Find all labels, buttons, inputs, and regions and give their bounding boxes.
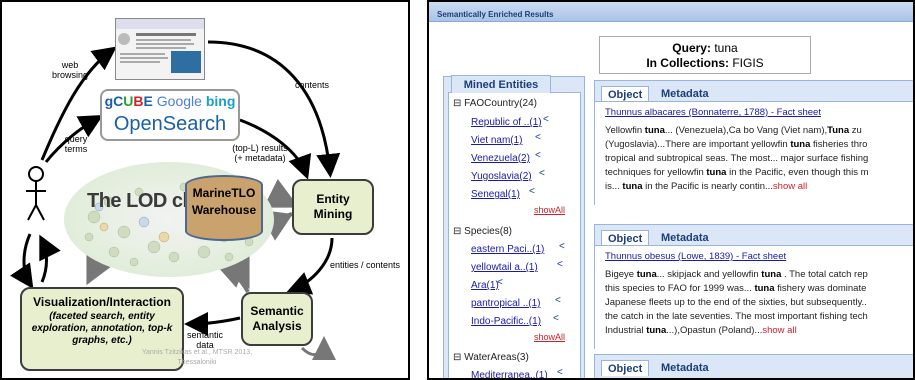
share-icon[interactable]: < (535, 132, 541, 143)
result-line: is... tuna in the Pacific is nearly cont… (605, 181, 808, 192)
tab-object[interactable]: Object (601, 86, 650, 102)
entity-mining-box: Entity Mining (292, 179, 374, 235)
share-icon[interactable]: < (543, 114, 549, 125)
group-species[interactable]: ⊟ Species(8) (453, 226, 512, 237)
entity-link[interactable]: eastern Paci..(1) (471, 244, 545, 255)
group-faocountry[interactable]: ⊟ FAOCountry(24) (453, 98, 537, 109)
marinetlo-warehouse: MarineTLO Warehouse (185, 175, 263, 241)
result-card: Object Metadata Thunnus albacares (Bonna… (594, 80, 913, 205)
result-title[interactable]: Thunnus obesus (Lowe, 1839) - Fact sheet (605, 251, 787, 262)
citation: Yannis Tzitzikas et al., MTSR 2013, Thes… (141, 349, 253, 366)
tab-mined-entities[interactable]: Mined Entities (451, 75, 551, 93)
group-waterareas[interactable]: ⊟ WaterAreas(3) (453, 352, 529, 363)
entity-link[interactable]: Mediterranea..(1) (471, 370, 548, 380)
share-icon[interactable]: < (535, 150, 541, 161)
result-line: tropical and subtropical seas. The most.… (605, 153, 869, 164)
visualization-box: Visualization/Interaction (faceted searc… (20, 287, 184, 371)
share-icon[interactable]: < (557, 259, 563, 270)
query-value: tuna (714, 41, 738, 55)
share-icon[interactable]: < (557, 367, 563, 378)
opensearch-box: gCUBE Google bing OpenSearch (100, 89, 240, 141)
results-screenshot: Semantically Enriched Results Query: tun… (427, 0, 915, 380)
result-title[interactable]: Thunnus albacares (Bonnaterre, 1788) - F… (605, 107, 821, 118)
result-line: Bigeye tuna... skipjack and yellowfin tu… (605, 269, 868, 280)
tab-object[interactable]: Object (601, 360, 650, 376)
tab-object[interactable]: Object (601, 230, 650, 246)
entities-contents-label: entities / contents (329, 260, 401, 270)
opensearch-label: OpenSearch (113, 113, 227, 135)
result-card: Object Metadata (594, 354, 913, 378)
result-line: Japanese fleets up to the end of the six… (605, 297, 867, 308)
semantic-analysis-box: Semantic Analysis (241, 292, 313, 346)
entity-link[interactable]: Viet nam(1) (471, 135, 523, 146)
result-body: Thunnus obesus (Lowe, 1839) - Fact sheet… (595, 245, 913, 349)
entity-link[interactable]: Yugoslavia(2) (471, 171, 532, 182)
collections-value: FIGIS (732, 56, 764, 70)
topl-results-label: (top-L) results (+ metadata) (232, 143, 288, 163)
web-browsing-label: web browsing (51, 60, 89, 80)
showall-link[interactable]: showAll (534, 205, 566, 215)
entity-link[interactable]: Indo-Pacific..(1) (471, 316, 542, 327)
search-engine-logos: gCUBE Google bing (104, 93, 236, 109)
tab-metadata[interactable]: Metadata (661, 88, 709, 100)
mined-entities-list (448, 92, 581, 378)
entity-link[interactable]: pantropical ..(1) (471, 298, 541, 309)
result-line: (Yugoslavia)...There are important yello… (605, 139, 868, 150)
result-line: Industrial tuna...),Opastun (Poland)...s… (605, 325, 797, 336)
entity-link[interactable]: yellowtail a..(1) (471, 262, 538, 273)
entity-link[interactable]: Ara(1) (471, 280, 499, 291)
tab-metadata[interactable]: Metadata (661, 232, 709, 244)
result-line: this species to FAO for 1999 was... tuna… (605, 283, 867, 294)
query-terms-label: query terms (64, 134, 88, 154)
entity-link[interactable]: Venezuela(2) (471, 153, 530, 164)
share-icon[interactable]: < (553, 313, 559, 324)
semantic-data-label: semantic data (186, 330, 223, 350)
showall-link[interactable]: showAll (534, 332, 566, 342)
collections-label: In Collections: (646, 56, 729, 70)
result-line: the catch in the late seventies. The mos… (605, 311, 868, 322)
share-icon[interactable]: < (539, 168, 545, 179)
visualization-subtitle: (faceted search, entity exploration, ann… (31, 311, 173, 346)
result-body: Thunnus albacares (Bonnaterre, 1788) - F… (595, 101, 913, 205)
result-card: Object Metadata Thunnus obesus (Lowe, 18… (594, 224, 913, 349)
wikipedia-screenshot (115, 18, 205, 80)
architecture-diagram: web browsing query terms contents (top-L… (0, 0, 410, 380)
entity-link[interactable]: Senegal(1) (471, 189, 520, 200)
share-icon[interactable]: < (529, 186, 535, 197)
query-label: Query: (672, 41, 711, 55)
result-line: techniques for yellowfin tuna in the Pac… (605, 167, 869, 178)
user-stick-figure (26, 166, 46, 221)
entity-link[interactable]: Republic of ..(1) (471, 117, 542, 128)
share-icon[interactable]: < (559, 241, 565, 252)
visualization-title: Visualization/Interaction (33, 295, 171, 309)
share-icon[interactable]: < (555, 295, 561, 306)
title-bar: Semantically Enriched Results (429, 2, 913, 22)
tab-metadata[interactable]: Metadata (661, 362, 709, 374)
contents-label: contents (294, 80, 330, 90)
result-line: Yellowfin tuna... (Venezuela),Ca bo Vang… (605, 125, 862, 136)
share-icon[interactable]: < (497, 277, 503, 288)
lod-cloud-text: The LOD cl (87, 190, 188, 212)
query-box: Query: tuna In Collections: FIGIS (599, 36, 811, 74)
